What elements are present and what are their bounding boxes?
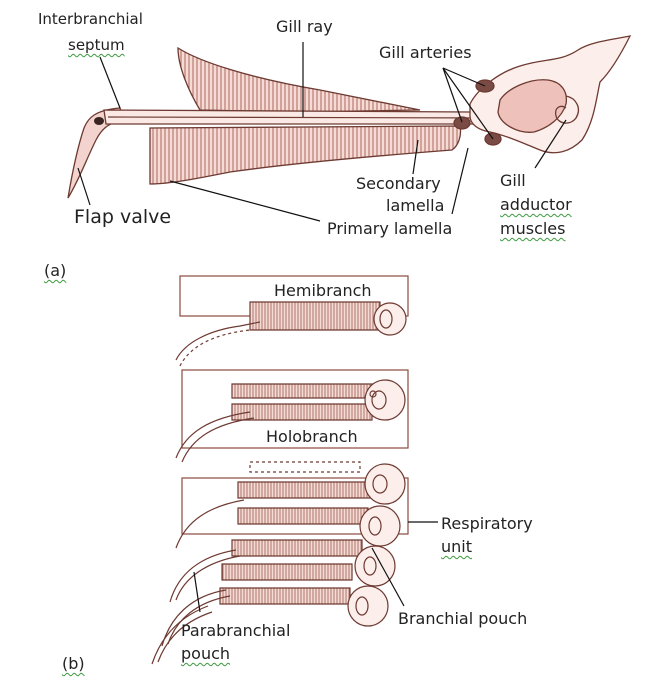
label-hemibranch: Hemibranch [274, 281, 372, 300]
label-respiratory-unit-2: unit [441, 537, 472, 556]
label-interbranchial-septum-1: Interbranchial [38, 10, 143, 28]
panel-a-leaders [77, 42, 567, 222]
label-secondary-lamella-1: Secondary [356, 174, 441, 193]
flap-valve-spot [94, 117, 104, 125]
label-gill-adductor-1: Gill [500, 171, 526, 190]
holobranch-box [181, 369, 409, 449]
label-respiratory-unit-1: Respiratory [441, 514, 533, 533]
label-branchial-pouch: Branchial pouch [398, 609, 528, 628]
label-holobranch: Holobranch [266, 427, 358, 446]
lower-lamella [149, 125, 462, 185]
label-primary-lamella: Primary lamella [327, 219, 453, 238]
label-gill-ray: Gill ray [276, 17, 333, 36]
upper-lamella [177, 46, 421, 113]
arch-blob [497, 79, 568, 133]
panel-b-drawing [151, 275, 409, 665]
gill-artery-2 [453, 116, 471, 130]
label-flap-valve: Flap valve [74, 206, 172, 228]
panel-b-leaders [193, 521, 438, 613]
label-interbranchial-septum-2: septum [68, 36, 125, 54]
panel-a-drawing [67, 35, 632, 199]
panel-b-tag: (b) [62, 654, 85, 673]
label-parabranchial-pouch-1: Parabranchial [181, 621, 291, 640]
panel-a-tag: (a) [44, 261, 67, 280]
label-gill-adductor-3: muscles [500, 219, 566, 238]
label-gill-adductor-2: adductor [500, 195, 572, 214]
label-secondary-lamella-2: lamella [386, 196, 445, 215]
label-parabranchial-pouch-2: pouch [181, 644, 231, 663]
respiratory-unit-box [181, 477, 409, 535]
label-gill-arteries: Gill arteries [379, 43, 472, 62]
